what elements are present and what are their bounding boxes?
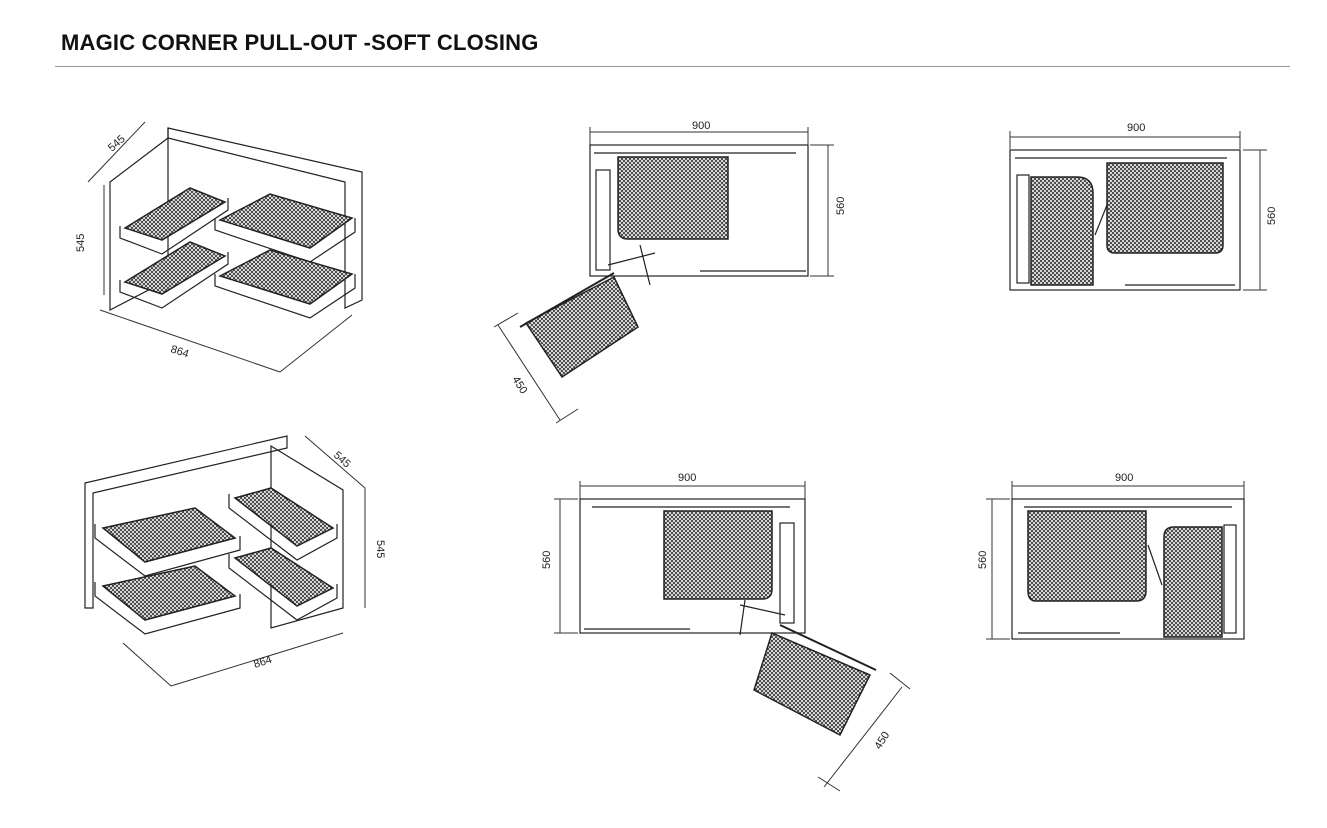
basket-right-upper bbox=[214, 193, 356, 263]
basket-left-upper bbox=[119, 187, 229, 255]
top-view-open-left: 900 560 450 bbox=[493, 120, 847, 424]
isometric-drawing-left: 545 545 864 bbox=[75, 121, 363, 373]
dim-depth: 560 bbox=[835, 197, 847, 215]
dim-width: 900 bbox=[692, 120, 710, 132]
page-title: MAGIC CORNER PULL-OUT -SOFT CLOSING bbox=[61, 30, 539, 55]
dim-width: 864 bbox=[252, 654, 273, 671]
basket-swung-out bbox=[753, 624, 877, 737]
dim-basket: 450 bbox=[872, 730, 892, 752]
top-view-closed-right: 900 560 bbox=[977, 472, 1245, 640]
top-view-closed-left: 900 560 bbox=[1009, 122, 1278, 291]
basket-left-upper bbox=[94, 507, 241, 577]
top-view-open-right: 900 560 450 bbox=[541, 472, 911, 792]
dim-height: 545 bbox=[374, 540, 386, 558]
dim-width: 864 bbox=[169, 343, 190, 360]
dim-basket: 450 bbox=[509, 374, 529, 396]
dim-depth: 545 bbox=[106, 133, 128, 154]
dim-width: 900 bbox=[1115, 472, 1133, 484]
dim-depth: 560 bbox=[977, 551, 989, 569]
basket-right-lower bbox=[214, 249, 356, 319]
dim-height: 545 bbox=[75, 234, 87, 252]
dim-width: 900 bbox=[678, 472, 696, 484]
title-divider bbox=[55, 66, 1290, 67]
basket-swung-out bbox=[519, 272, 639, 379]
dim-width: 900 bbox=[1127, 122, 1145, 134]
dim-depth: 560 bbox=[541, 551, 553, 569]
basket-right-upper bbox=[228, 487, 338, 561]
basket-left-lower bbox=[94, 565, 241, 635]
basket-left-lower bbox=[119, 241, 229, 309]
isometric-drawing-right: 545 545 864 bbox=[84, 435, 386, 687]
basket-right-lower bbox=[228, 547, 338, 621]
dim-depth: 545 bbox=[331, 449, 353, 470]
dim-depth: 560 bbox=[1266, 207, 1278, 225]
